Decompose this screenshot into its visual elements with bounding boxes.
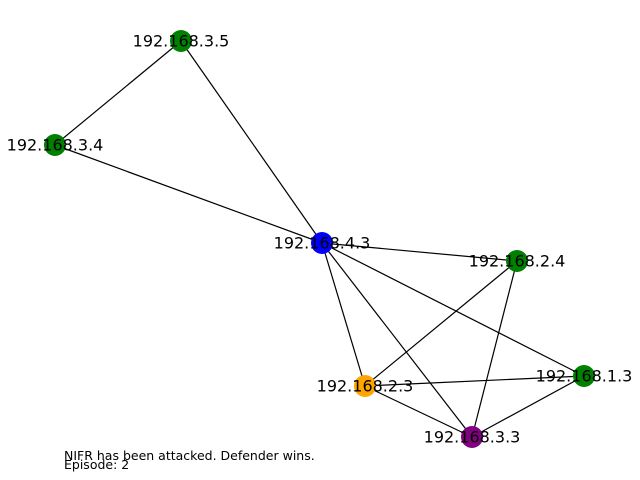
graph-edge <box>180 40 323 244</box>
graph-edge <box>364 375 585 387</box>
node-label: 192.168.3.5 <box>133 32 230 51</box>
node-label: 192.168.1.3 <box>536 367 633 386</box>
node-label: 192.168.4.3 <box>274 234 371 253</box>
graph-edge <box>54 40 182 146</box>
graph-edge <box>321 242 585 377</box>
graph-edge <box>471 375 585 438</box>
node-label: 192.168.2.4 <box>469 252 566 271</box>
node-label: 192.168.3.4 <box>7 136 104 155</box>
graph-edge <box>364 385 473 438</box>
graph-edge <box>471 260 518 438</box>
episode-counter: Episode: 2 <box>64 457 130 472</box>
nodes-layer <box>44 30 595 448</box>
graph-node <box>461 426 483 448</box>
graph-edge <box>54 144 323 244</box>
graph-node <box>354 375 376 397</box>
edges-layer <box>54 40 585 438</box>
graph-node <box>170 30 192 52</box>
graph-node <box>44 134 66 156</box>
labels-layer: 192.168.3.5 192.168.3.4 192.168.4.3 192.168… <box>7 32 633 447</box>
node-label: 192.168.2.3 <box>317 377 414 396</box>
graph-edge <box>321 242 518 262</box>
graph-edge <box>364 260 518 387</box>
status-message: NIFR has been attacked. Defender wins. <box>64 448 315 463</box>
node-label: 192.168.3.3 <box>424 428 521 447</box>
graph-edge <box>321 242 473 438</box>
graph-edge <box>321 242 366 387</box>
graph-node <box>506 250 528 272</box>
graph-node <box>573 365 595 387</box>
graph-node <box>311 232 333 254</box>
